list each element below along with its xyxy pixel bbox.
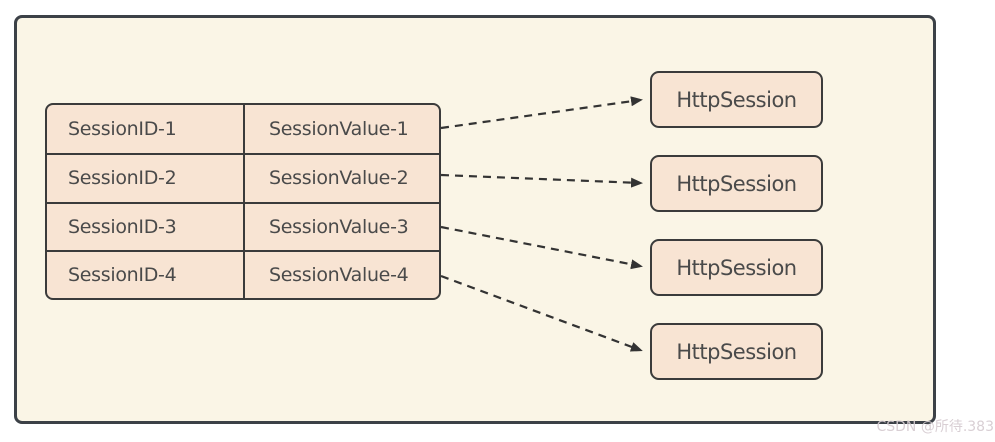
session-value-cell: SessionValue-4 xyxy=(243,251,439,298)
session-table: SessionID-1 SessionValue-1 SessionID-2 S… xyxy=(45,103,441,300)
session-id-cell: SessionID-4 xyxy=(68,263,177,286)
table-row: SessionID-2 SessionValue-2 xyxy=(47,153,439,202)
session-value-cell: SessionValue-1 xyxy=(243,105,439,154)
httpsession-node: HttpSession xyxy=(650,71,823,128)
session-id-cell: SessionID-1 xyxy=(68,118,177,141)
table-row: SessionID-3 SessionValue-3 xyxy=(47,201,439,250)
session-id-cell: SessionID-2 xyxy=(68,167,177,190)
session-id-cell: SessionID-3 xyxy=(68,215,177,238)
session-value-cell: SessionValue-3 xyxy=(243,203,439,250)
httpsession-node: HttpSession xyxy=(650,239,823,296)
httpsession-node: HttpSession xyxy=(650,155,823,212)
session-value-cell: SessionValue-2 xyxy=(243,155,439,202)
table-row: SessionID-4 SessionValue-4 xyxy=(47,249,439,298)
watermark: CSDN @所待.383 xyxy=(876,419,994,435)
table-row: SessionID-1 SessionValue-1 xyxy=(47,105,439,154)
httpsession-node: HttpSession xyxy=(650,323,823,380)
